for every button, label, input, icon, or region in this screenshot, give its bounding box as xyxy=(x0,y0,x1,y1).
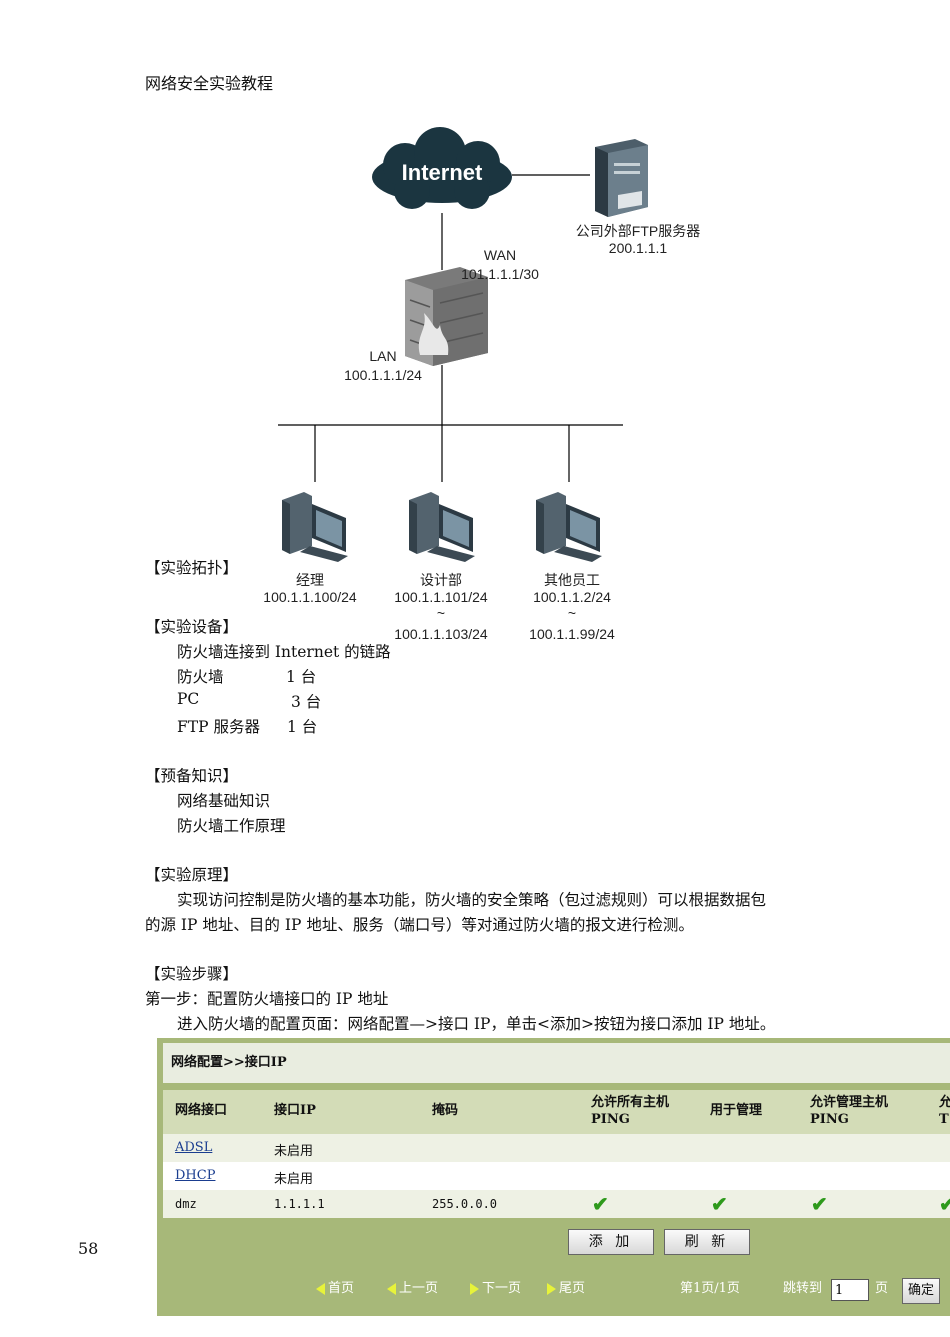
host-design-name: 设计部 xyxy=(420,572,462,588)
section-knowledge-heading: 【预备知识】 xyxy=(145,767,239,785)
equipment-item-qty: 3 台 xyxy=(291,693,322,711)
wan-label: WAN xyxy=(483,247,517,263)
prev-page-label: 上一页 xyxy=(399,1281,439,1296)
check-icon: ✔ xyxy=(811,1192,828,1216)
host-staff-ip-end: 100.1.1.99/24 xyxy=(529,626,615,642)
internet-cloud-icon xyxy=(372,127,512,209)
interface-ip: 未启用 xyxy=(274,1144,314,1159)
page-number: 58 xyxy=(78,1239,99,1258)
ftp-server-name: 公司外部FTP服务器 xyxy=(575,223,701,239)
lan-ip: 100.1.1.1/24 xyxy=(344,367,422,383)
firewall-icon xyxy=(405,267,488,366)
table-row xyxy=(163,1162,950,1190)
pc-icon-design xyxy=(409,492,475,562)
wan-ip: 101.1.1.1/30 xyxy=(461,266,539,282)
running-header: 网络安全实验教程 xyxy=(145,74,274,93)
last-page-label: 尾页 xyxy=(559,1281,586,1296)
host-staff-name: 其他员工 xyxy=(544,572,600,588)
step1-detail: 进入防火墙的配置页面：网络配置—>接口 IP，单击<添加>按钮为接口添加 IP … xyxy=(177,1015,776,1033)
lan-label: LAN xyxy=(369,348,397,364)
host-design-ip-end: 100.1.1.103/24 xyxy=(394,626,488,642)
prev-page-icon xyxy=(387,1282,396,1295)
column-header-partial-line2: T xyxy=(939,1112,949,1127)
column-header-interface: 网络接口 xyxy=(175,1103,228,1118)
interface-ip: 1.1.1.1 xyxy=(274,1197,325,1211)
equipment-item-name: PC xyxy=(177,690,200,708)
equipment-item-qty: 1 台 xyxy=(287,718,318,736)
internet-label: Internet xyxy=(401,160,483,185)
jump-page-input[interactable] xyxy=(831,1279,869,1301)
check-icon: ✔ xyxy=(939,1192,950,1216)
section-steps-heading: 【实验步骤】 xyxy=(145,965,239,983)
column-header-interface-ip: 接口IP xyxy=(274,1103,316,1118)
ftp-server-icon xyxy=(595,139,648,217)
host-manager-ip: 100.1.1.100/24 xyxy=(263,589,357,605)
column-header-allow-all-ping-line2: PING xyxy=(591,1112,630,1127)
knowledge-item: 防火墙工作原理 xyxy=(177,817,286,835)
column-header-allow-mgmt-ping-line2: PING xyxy=(810,1112,849,1127)
interface-ip: 未启用 xyxy=(274,1172,314,1187)
section-equipment-heading: 【实验设备】 xyxy=(145,618,239,636)
confirm-button[interactable]: 确定 xyxy=(902,1278,940,1304)
interface-mask: 255.0.0.0 xyxy=(432,1197,498,1211)
network-topology-diagram xyxy=(278,127,648,562)
equipment-item-name: 防火墙连接到 Internet 的链路 xyxy=(177,643,391,661)
host-design-ip: 100.1.1.101/24 xyxy=(394,589,488,605)
first-page-label: 首页 xyxy=(328,1281,355,1296)
next-page-icon xyxy=(470,1282,479,1295)
next-page-label: 下一页 xyxy=(482,1281,522,1296)
column-header-allow-mgmt-ping: 允许管理主机 xyxy=(810,1095,889,1110)
button-bar xyxy=(163,1222,950,1266)
host-design-tilde: ~ xyxy=(436,605,446,621)
interface-name: dmz xyxy=(175,1197,197,1211)
section-topology-heading: 【实验拓扑】 xyxy=(145,559,239,577)
principle-text-line1: 实现访问控制是防火墙的基本功能，防火墙的安全策略（包过滤规则）可以根据数据包 xyxy=(177,891,767,909)
pagination-bar xyxy=(163,1272,950,1312)
jump-label: 跳转到 xyxy=(783,1281,823,1296)
equipment-item-name: 防火墙 xyxy=(177,668,224,686)
table-row xyxy=(163,1190,950,1218)
first-page-link[interactable]: 首页 xyxy=(316,1277,354,1296)
table-row xyxy=(163,1134,950,1162)
pc-icon-manager xyxy=(282,492,348,562)
page-status: 第1页/1页 xyxy=(680,1281,740,1296)
next-page-link[interactable]: 下一页 xyxy=(470,1277,521,1296)
check-icon: ✔ xyxy=(711,1192,728,1216)
first-page-icon xyxy=(316,1282,325,1295)
column-header-management: 用于管理 xyxy=(710,1103,763,1118)
column-header-partial: 允 xyxy=(939,1095,950,1110)
column-header-allow-all-ping: 允许所有主机 xyxy=(591,1095,670,1110)
check-icon: ✔ xyxy=(592,1192,609,1216)
table-header xyxy=(163,1090,950,1134)
principle-text-line2: 的源 IP 地址、目的 IP 地址、服务（端口号）等对通过防火墙的报文进行检测。 xyxy=(145,916,694,934)
prev-page-link[interactable]: 上一页 xyxy=(387,1277,438,1296)
equipment-item-name: FTP 服务器 xyxy=(177,718,260,736)
column-header-mask: 掩码 xyxy=(432,1103,459,1118)
last-page-icon xyxy=(547,1282,556,1295)
add-button[interactable]: 添 加 xyxy=(568,1229,654,1255)
knowledge-item: 网络基础知识 xyxy=(177,792,271,810)
page-unit-label: 页 xyxy=(875,1281,889,1296)
step1-heading: 第一步：配置防火墙接口的 IP 地址 xyxy=(145,990,389,1008)
interface-link[interactable]: DHCP xyxy=(175,1168,216,1183)
refresh-button[interactable]: 刷 新 xyxy=(664,1229,750,1255)
last-page-link[interactable]: 尾页 xyxy=(547,1277,585,1296)
ftp-server-ip: 200.1.1.1 xyxy=(608,240,668,256)
interface-link[interactable]: ADSL xyxy=(175,1140,213,1155)
section-principle-heading: 【实验原理】 xyxy=(145,866,239,884)
breadcrumb: 网络配置>>接口IP xyxy=(163,1043,950,1083)
host-manager-name: 经理 xyxy=(296,572,324,588)
equipment-item-qty: 1 台 xyxy=(286,668,317,686)
host-staff-ip: 100.1.1.2/24 xyxy=(533,589,611,605)
pc-icon-staff xyxy=(536,492,602,562)
host-staff-tilde: ~ xyxy=(567,605,577,621)
